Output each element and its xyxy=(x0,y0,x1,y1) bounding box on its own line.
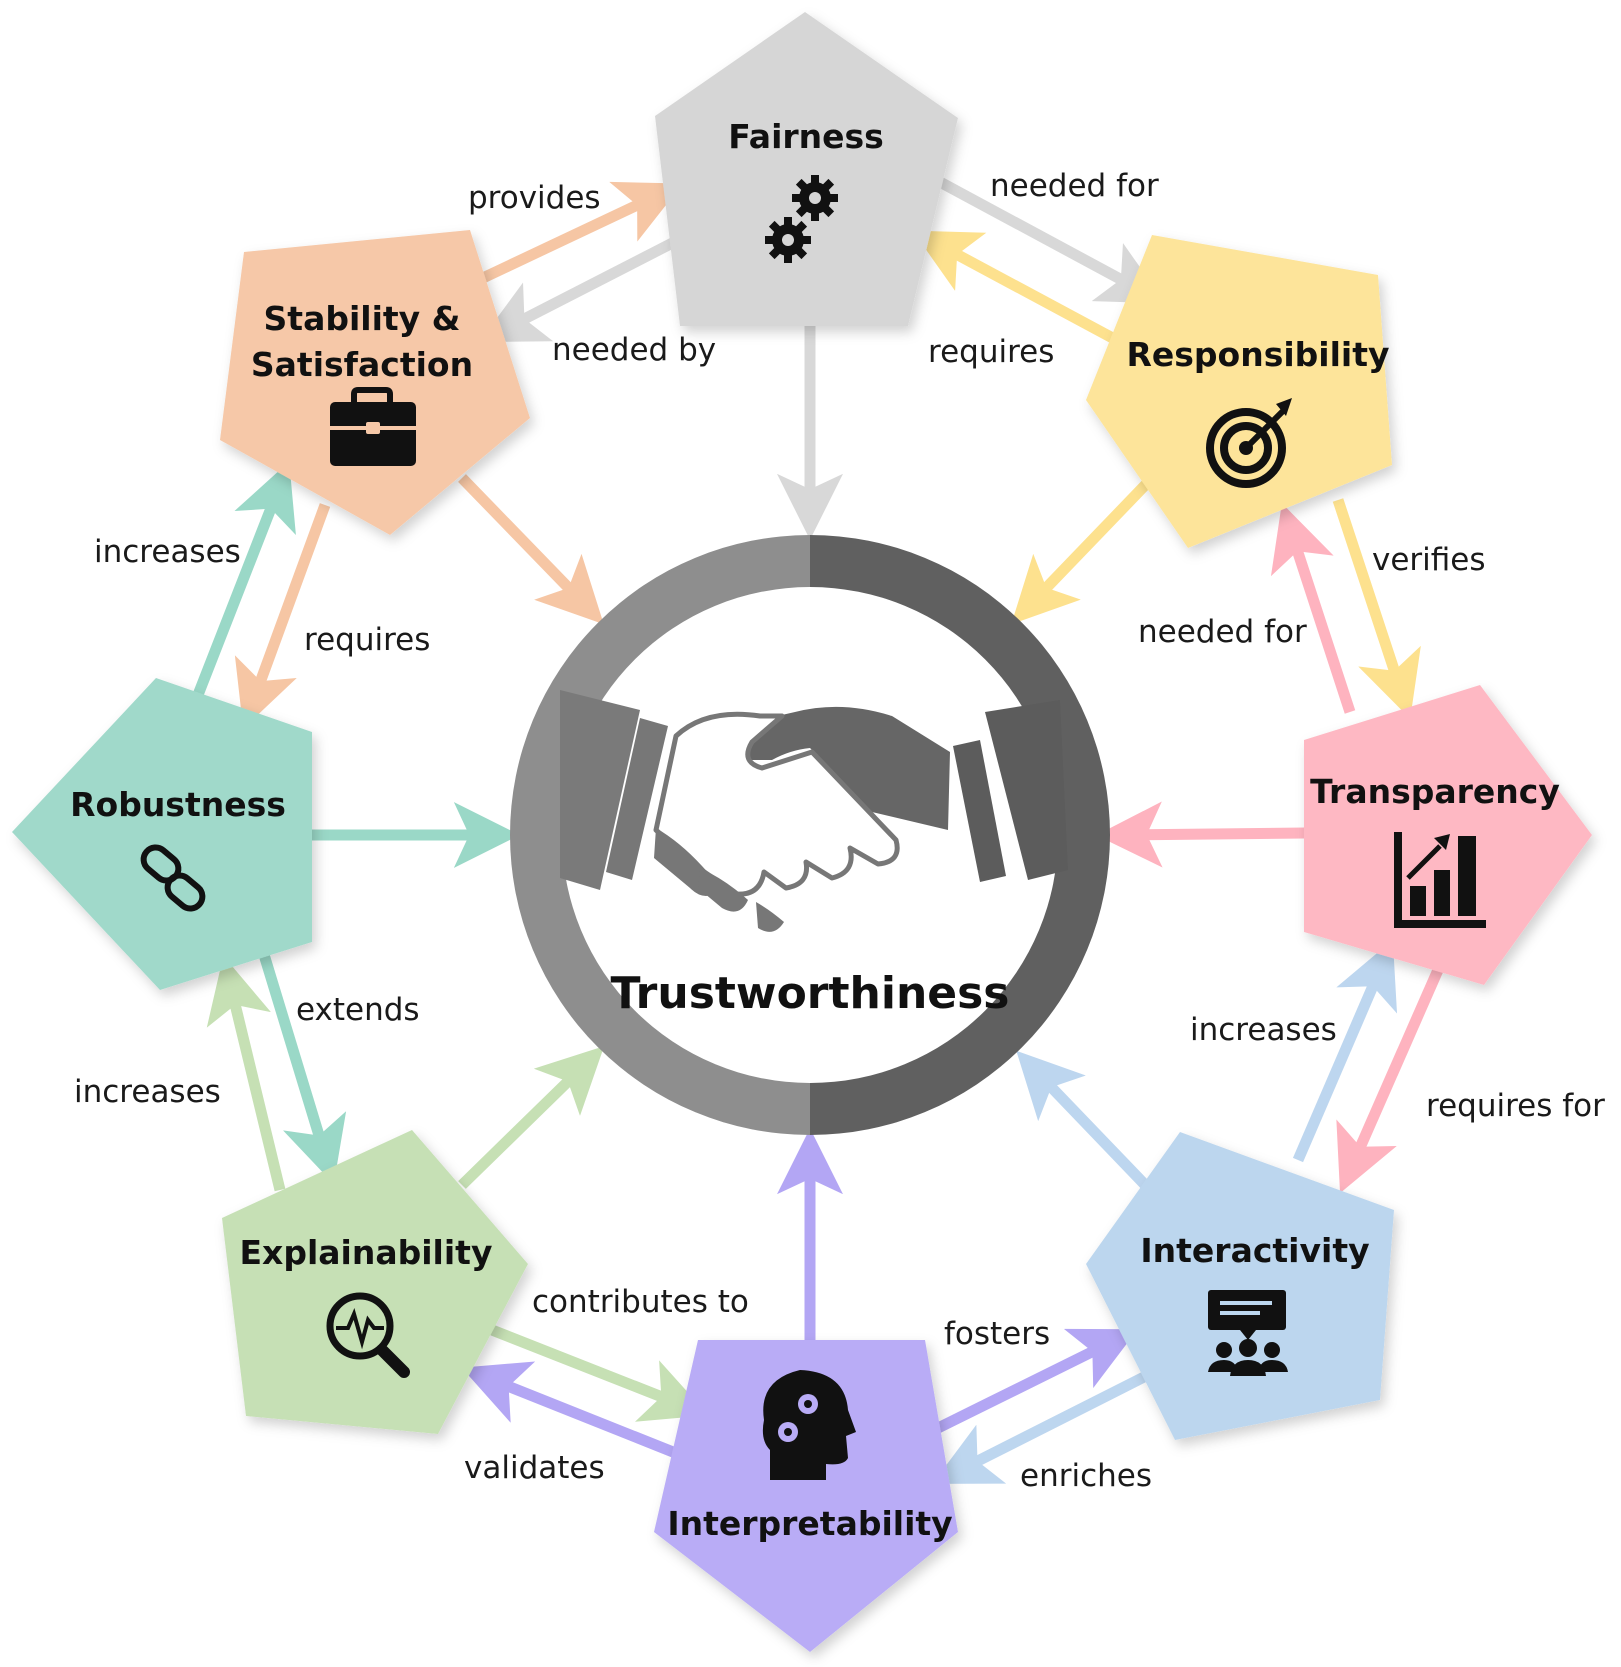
gears-icon xyxy=(765,175,838,263)
arrow-robustness-to-explainability xyxy=(256,946,347,1184)
node-interactivity[interactable]: Interactivity xyxy=(1086,1132,1394,1440)
arrow-interactivity-to-transparency xyxy=(1292,939,1398,1163)
node-robustness[interactable]: Robustness xyxy=(12,678,312,990)
node-explainability[interactable]: Explainability xyxy=(222,1130,528,1434)
arrow-interactivity-to-center xyxy=(1016,1050,1154,1194)
briefcase-icon xyxy=(330,387,416,466)
transparency-label: Transparency xyxy=(1310,772,1560,811)
target-icon xyxy=(1206,398,1292,488)
edge-label-increases-interactivity: increases xyxy=(1190,1012,1337,1048)
interpretability-pentagon xyxy=(654,1340,958,1652)
arrow-robustness-to-stability xyxy=(190,461,296,703)
robustness-pentagon xyxy=(12,678,312,990)
robustness-label: Robustness xyxy=(70,785,286,824)
arrow-stability-to-robustness xyxy=(234,503,331,729)
bar-chart-icon xyxy=(1394,832,1486,928)
arrow-responsibility-to-center xyxy=(1011,474,1156,625)
magnifier-pulse-icon xyxy=(326,1292,410,1378)
arrow-interactivity-to-interpretability xyxy=(932,1370,1151,1484)
edge-label-requires-stability: requires xyxy=(304,622,430,658)
stability-pentagon xyxy=(220,230,530,535)
responsibility-label: Responsibility xyxy=(1126,335,1389,374)
chain-link-icon xyxy=(140,844,206,912)
explainability-pentagon xyxy=(222,1130,528,1434)
arrow-explainability-to-interpretability xyxy=(489,1324,709,1422)
node-interpretability[interactable]: Interpretability xyxy=(654,1340,958,1652)
fairness-pentagon xyxy=(655,12,958,326)
arrow-transparency-to-interactivity xyxy=(1336,967,1444,1194)
fairness-label: Fairness xyxy=(728,117,884,156)
explainability-label: Explainability xyxy=(240,1233,493,1272)
edge-label-fosters: fosters xyxy=(944,1316,1050,1352)
meeting-icon xyxy=(1208,1290,1288,1376)
arrow-fairness-to-stability xyxy=(479,231,689,343)
responsibility-pentagon xyxy=(1086,235,1392,548)
handshake-icon xyxy=(560,690,1068,932)
edge-label-increases-robustness: increases xyxy=(94,534,241,570)
arrow-responsibility-to-transparency xyxy=(1332,498,1421,719)
arrow-transparency-to-center xyxy=(1096,801,1306,868)
edge-label-needed-by: needed by xyxy=(552,332,716,368)
interpretability-label: Interpretability xyxy=(667,1504,952,1543)
stability-label-line1: Stability & xyxy=(264,299,461,338)
arrow-stability-to-fairness xyxy=(465,181,683,290)
arrow-fairness-to-responsibility xyxy=(937,177,1166,304)
node-responsibility[interactable]: Responsibility xyxy=(1086,235,1392,548)
edge-label-provides: provides xyxy=(468,180,601,216)
edge-label-increases-explainability: increases xyxy=(74,1074,221,1110)
edge-label-needed-for-transparency: needed for xyxy=(1138,614,1307,650)
stability-label-line2: Satisfaction xyxy=(251,345,473,384)
edge-label-verifies: verifies xyxy=(1372,542,1486,578)
node-transparency[interactable]: Transparency xyxy=(1304,685,1592,985)
arrow-interpretability-to-explainability xyxy=(461,1361,691,1464)
edge-label-enriches: enriches xyxy=(1020,1458,1152,1494)
edge-label-requires-responsibility: requires xyxy=(928,334,1054,370)
brain-gears-icon xyxy=(762,1370,856,1480)
arrow-explainability-to-robustness xyxy=(206,955,286,1192)
node-stability-satisfaction[interactable]: Stability & Satisfaction xyxy=(220,230,530,535)
edge-label-contributes-to: contributes to xyxy=(532,1284,749,1320)
center-title: Trustworthiness xyxy=(611,968,1010,1019)
interactivity-label: Interactivity xyxy=(1140,1231,1369,1270)
edge-label-requires-for: requires for xyxy=(1426,1088,1605,1124)
arrow-responsibility-to-fairness xyxy=(912,230,1123,347)
trustworthiness-center: Trustworthiness xyxy=(510,535,1110,1135)
arrow-stability-to-center xyxy=(458,474,604,625)
edge-label-needed-for-fairness: needed for xyxy=(990,168,1159,204)
edge-label-extends: extends xyxy=(296,992,420,1028)
arrow-explainability-to-center xyxy=(458,1046,605,1189)
interactivity-pentagon xyxy=(1086,1132,1394,1440)
node-fairness[interactable]: Fairness xyxy=(655,12,958,326)
edge-label-validates: validates xyxy=(464,1450,605,1486)
arrow-interpretability-to-interactivity xyxy=(927,1328,1138,1437)
arrow-transparency-to-responsibility xyxy=(1270,503,1356,714)
